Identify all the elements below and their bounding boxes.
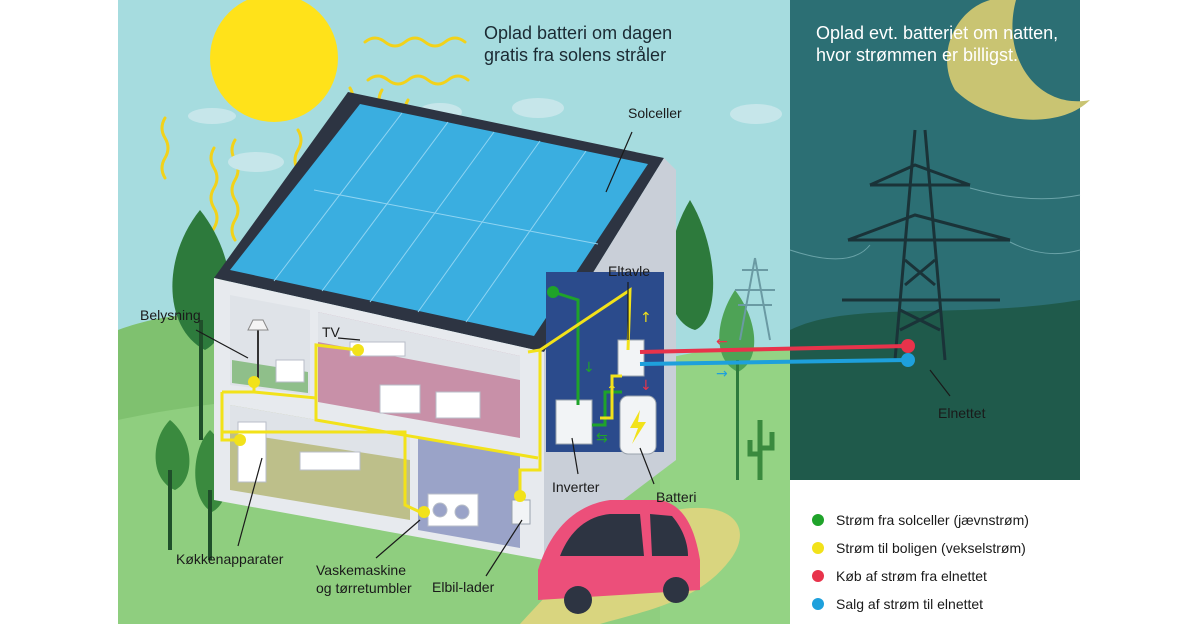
day-caption-line2: gratis fra solens stråler: [484, 45, 667, 65]
power-lines: [789, 187, 1081, 260]
inverter-box: [555, 399, 593, 445]
legend-item: Strøm til boligen (vekselstrøm): [812, 534, 1192, 562]
wire-sell: [639, 358, 909, 366]
label-battery: Batteri: [656, 489, 697, 505]
arrow-down-2: ↓: [640, 378, 652, 394]
night-caption-line2: hvor strømmen er billigst.: [816, 45, 1019, 65]
room-laundry: [418, 438, 520, 548]
sun-icon: [210, 0, 338, 122]
label-washer-line1: Vaskemaskine: [316, 562, 407, 578]
legend-item: Køb af strøm fra elnettet: [812, 562, 1192, 590]
dc-node: [547, 286, 559, 298]
grid-node-buy: [901, 339, 915, 353]
panel-board-box: [617, 339, 645, 377]
label-lighting: Belysning: [140, 307, 201, 323]
legend-dot-red: [812, 570, 824, 582]
label-panel-board: Eltavle: [608, 263, 651, 279]
ev-charger-box: [511, 499, 531, 525]
legend-text: Salg af strøm til elnettet: [836, 596, 984, 612]
legend-text: Strøm fra solceller (jævnstrøm): [836, 512, 1029, 528]
battery-bolt-icon: [630, 410, 646, 444]
arrow-right: →: [716, 366, 728, 382]
solar-grid: [273, 112, 599, 323]
arrow-both: ⇆: [596, 430, 608, 446]
legend-text: Køb af strøm fra elnettet: [836, 568, 987, 584]
label-solar-panels: Solceller: [628, 105, 682, 121]
pylon-main: [842, 129, 1011, 361]
legend-item: Strøm fra solceller (jævnstrøm): [812, 506, 1192, 534]
arrow-left: ←: [716, 334, 728, 350]
grid-node-sell: [901, 353, 915, 367]
pylon-distant: [735, 257, 775, 341]
arrow-down-1: ↓: [583, 360, 595, 376]
moon-icon: [947, 0, 1090, 120]
arrow-up-2: ↑: [606, 383, 618, 399]
label-ev-charger: Elbil-lader: [432, 579, 495, 595]
lamp-shade: [247, 319, 269, 331]
legend-dot-yellow: [812, 542, 824, 554]
day-caption-line1: Oplad batteri om dagen: [484, 23, 673, 43]
label-washer-line2: og tørretumbler: [316, 580, 412, 596]
legend-text: Strøm til boligen (vekselstrøm): [836, 540, 1026, 556]
wire-ac: [220, 287, 632, 514]
room-tv-wall: [318, 312, 520, 380]
night-caption-line1: Oplad evt. batteriet om natten,: [816, 23, 1059, 43]
solar-panels: [230, 104, 648, 336]
ac-nodes: [234, 344, 526, 518]
car-icon: [538, 500, 700, 614]
wire-buy: [639, 344, 909, 354]
legend-item: Salg af strøm til elnettet: [812, 590, 1192, 618]
label-tv: TV: [322, 324, 340, 340]
label-grid: Elnettet: [938, 405, 986, 421]
legend-dot-blue: [812, 598, 824, 610]
night-hills: [790, 300, 1080, 480]
label-kitchen: Køkkenapparater: [176, 551, 284, 567]
legend: Strøm fra solceller (jævnstrøm) Strøm ti…: [812, 506, 1192, 618]
leader-lines: [195, 131, 951, 577]
legend-dot-green: [812, 514, 824, 526]
arrow-up-1: ↑: [640, 310, 652, 326]
label-inverter: Inverter: [552, 479, 600, 495]
